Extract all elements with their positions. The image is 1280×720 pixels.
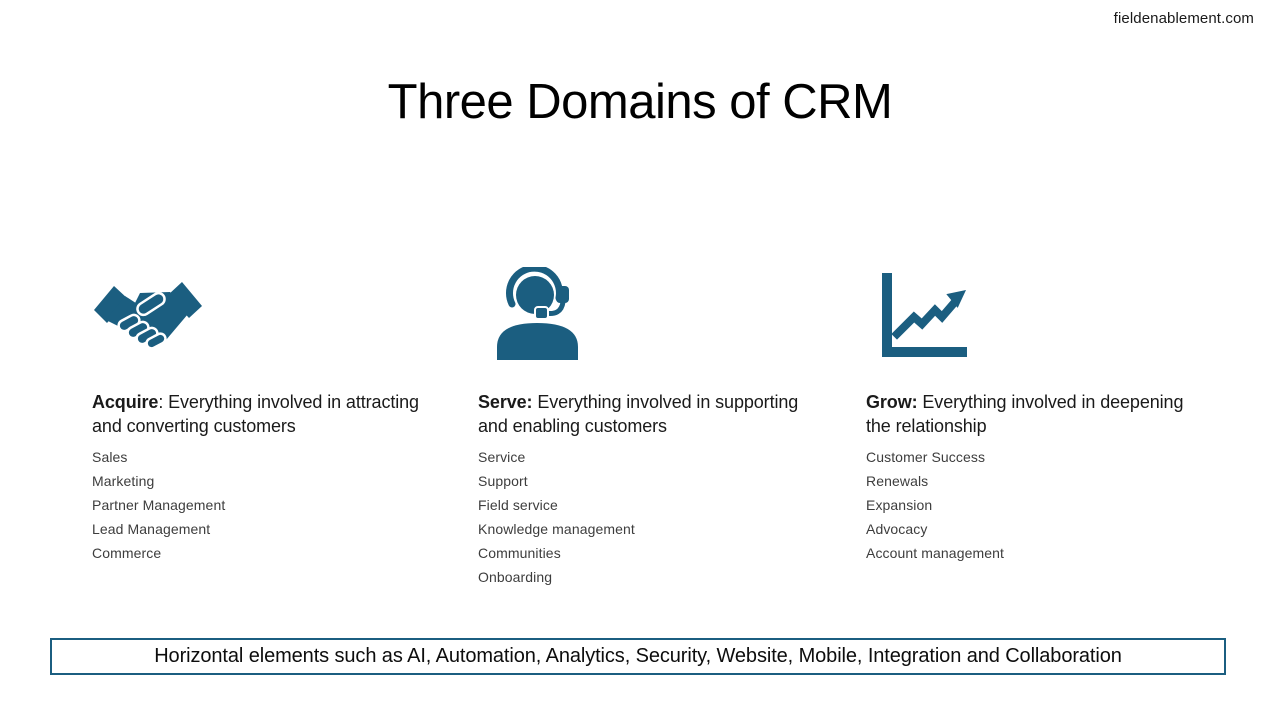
list-item: Customer Success bbox=[866, 449, 986, 465]
acquire-description: : Everything involved in attracting and … bbox=[92, 392, 419, 436]
list-item: Service bbox=[478, 449, 526, 465]
serve-term: Serve: bbox=[478, 392, 533, 412]
list-item: Support bbox=[478, 473, 528, 489]
list-item: Field service bbox=[478, 497, 558, 513]
growth-chart-icon bbox=[882, 273, 967, 357]
grow-heading: Grow: Everything involved in deepening t… bbox=[866, 390, 1211, 438]
domain-column-grow: Grow: Everything involved in deepening t… bbox=[866, 268, 1211, 565]
grow-icon-area bbox=[866, 268, 1211, 390]
list-item: Onboarding bbox=[478, 569, 553, 585]
serve-icon-area bbox=[478, 267, 823, 390]
list-item: Renewals bbox=[866, 473, 929, 489]
domain-column-acquire: Acquire: Everything involved in attracti… bbox=[92, 268, 437, 565]
list-item: Expansion bbox=[866, 497, 933, 513]
list-item: Sales bbox=[92, 449, 128, 465]
list-item: Marketing bbox=[92, 473, 155, 489]
list-item: Advocacy bbox=[866, 521, 928, 537]
list-item: Communities bbox=[478, 545, 561, 561]
acquire-icon-area bbox=[92, 268, 437, 390]
domain-column-serve: Serve: Everything involved in supporting… bbox=[478, 267, 823, 589]
horizontal-elements-banner-text: Horizontal elements such as AI, Automati… bbox=[154, 645, 1122, 667]
horizontal-elements-banner: Horizontal elements such as AI, Automati… bbox=[50, 638, 1226, 675]
page-title: Three Domains of CRM bbox=[387, 75, 893, 129]
list-item: Partner Management bbox=[92, 497, 226, 513]
list-item: Account management bbox=[866, 545, 1004, 561]
serve-heading: Serve: Everything involved in supporting… bbox=[478, 390, 823, 438]
acquire-term: Acquire bbox=[92, 392, 159, 412]
grow-term: Grow: bbox=[866, 392, 918, 412]
serve-description: Everything involved in supporting and en… bbox=[478, 392, 799, 436]
headset-person-icon bbox=[497, 267, 578, 360]
list-item: Lead Management bbox=[92, 521, 211, 537]
list-item: Commerce bbox=[92, 545, 162, 561]
site-url: fieldenablement.com bbox=[1113, 10, 1254, 27]
acquire-heading: Acquire: Everything involved in attracti… bbox=[92, 390, 437, 438]
grow-description: Everything involved in deepening the rel… bbox=[866, 392, 1184, 436]
handshake-icon bbox=[94, 282, 202, 350]
list-item: Knowledge management bbox=[478, 521, 635, 537]
